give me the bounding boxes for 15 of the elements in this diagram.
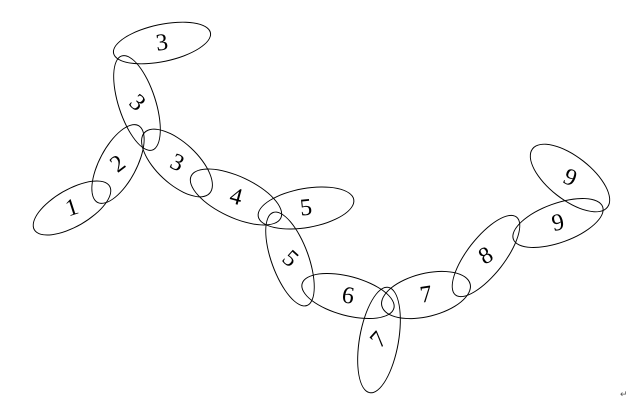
number-label: 9 (550, 210, 566, 236)
number-label: 1 (62, 194, 82, 222)
number-label: 5 (298, 195, 314, 221)
number-label: 2 (106, 150, 130, 178)
number-label: 3 (166, 150, 188, 176)
number-label: 9 (560, 164, 580, 192)
number-label: 7 (366, 328, 392, 352)
return-mark: ↵ (620, 390, 628, 400)
number-label: 5 (278, 246, 302, 272)
number-label: 8 (474, 242, 498, 270)
number-label: 3 (124, 90, 150, 116)
number-label: 4 (227, 184, 245, 210)
number-label: 6 (340, 283, 356, 309)
number-label: 7 (418, 282, 434, 308)
number-label: 3 (154, 30, 170, 56)
